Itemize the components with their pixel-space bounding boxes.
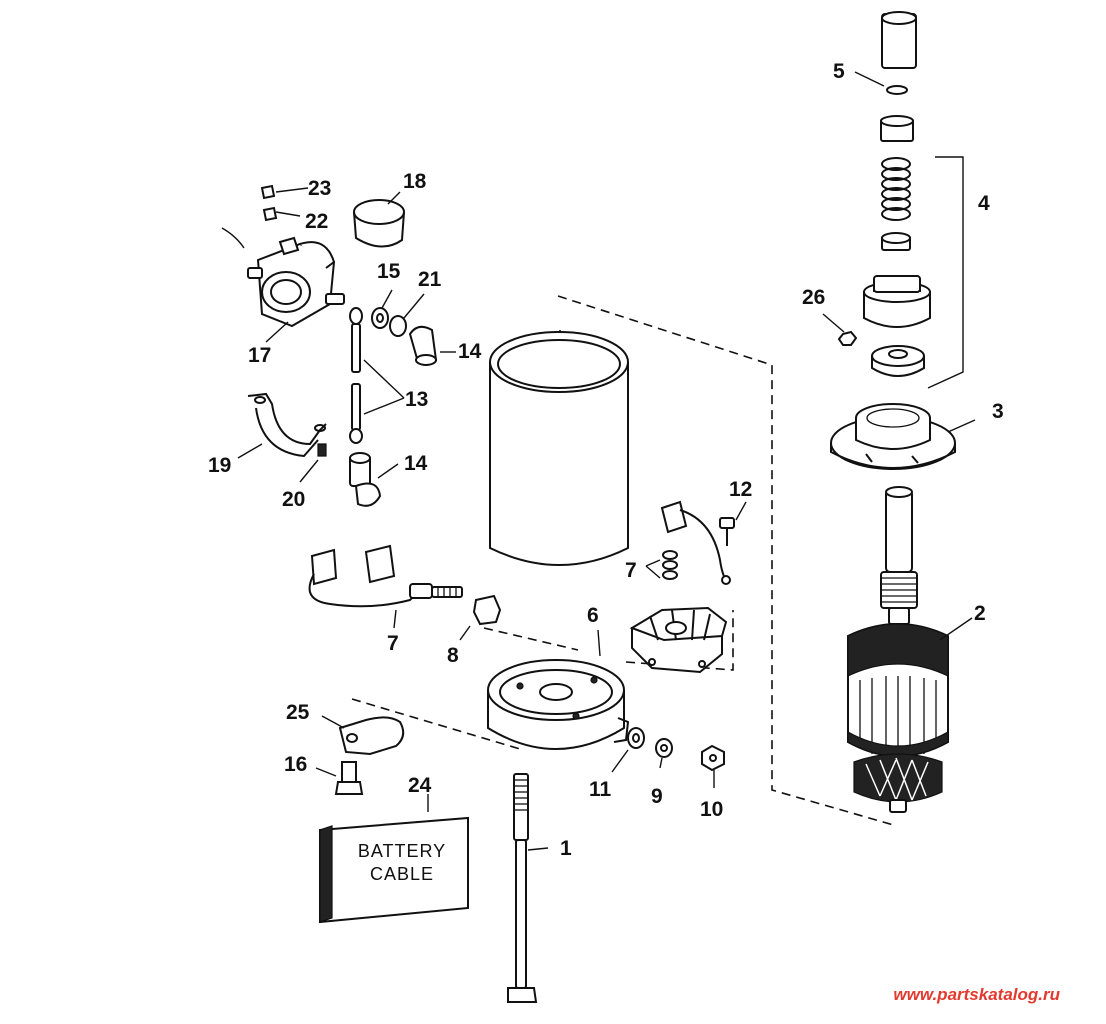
callout-5: 5 bbox=[833, 60, 845, 83]
callout-4: 4 bbox=[978, 192, 990, 215]
bracket-4 bbox=[927, 156, 964, 389]
sleeve-18 bbox=[353, 199, 405, 248]
commutator-end-cap bbox=[487, 659, 630, 750]
callout-15: 15 bbox=[377, 260, 401, 283]
callout-16: 16 bbox=[284, 753, 307, 776]
armature bbox=[847, 486, 949, 813]
battery-box-line2: CABLE bbox=[370, 864, 434, 884]
brush-plate bbox=[629, 606, 728, 674]
leader-lines bbox=[237, 71, 976, 851]
bracket-19 bbox=[247, 392, 327, 458]
callout-25: 25 bbox=[286, 701, 310, 724]
callout-labels: 1 2 3 4 5 6 7 7 8 9 10 11 12 13 14 14 15… bbox=[208, 60, 1004, 860]
callout-6: 6 bbox=[587, 604, 599, 627]
callout-12: 12 bbox=[729, 478, 752, 501]
drive-end-cap bbox=[830, 403, 956, 470]
leads-and-boots bbox=[349, 307, 438, 507]
callout-3: 3 bbox=[992, 400, 1004, 423]
insulator-8 bbox=[472, 594, 502, 626]
field-frame bbox=[489, 331, 629, 566]
callout-20: 20 bbox=[282, 488, 305, 511]
through-bolt bbox=[507, 773, 538, 1003]
callout-1: 1 bbox=[560, 837, 572, 860]
callout-24: 24 bbox=[408, 774, 432, 797]
callout-23: 23 bbox=[308, 177, 331, 200]
callout-11: 11 bbox=[589, 778, 612, 801]
callout-21: 21 bbox=[418, 268, 442, 291]
callout-7-right: 7 bbox=[625, 559, 637, 582]
callout-22: 22 bbox=[305, 210, 328, 233]
callout-18: 18 bbox=[403, 170, 427, 193]
callout-14-lower: 14 bbox=[404, 452, 428, 475]
callout-2: 2 bbox=[974, 602, 986, 625]
callout-9: 9 bbox=[651, 785, 663, 808]
washers-nut bbox=[627, 727, 725, 772]
callout-7-left: 7 bbox=[387, 632, 399, 655]
callout-10: 10 bbox=[700, 798, 723, 821]
clamp-and-bolt bbox=[334, 716, 405, 795]
drive-stack-parts bbox=[837, 11, 931, 377]
callout-13: 13 bbox=[405, 388, 428, 411]
callout-26: 26 bbox=[802, 286, 825, 309]
brush-set-right bbox=[660, 500, 735, 585]
battery-box-line1: BATTERY bbox=[358, 841, 446, 861]
callout-19: 19 bbox=[208, 454, 231, 477]
battery-cable-box: BATTERY CABLE bbox=[319, 816, 469, 924]
watermark-url: www.partskatalog.ru bbox=[893, 985, 1060, 1004]
brush-set-left bbox=[308, 544, 463, 608]
solenoid bbox=[221, 184, 345, 328]
callout-8: 8 bbox=[447, 644, 459, 667]
callout-17: 17 bbox=[248, 344, 271, 367]
callout-14-upper: 14 bbox=[458, 340, 482, 363]
